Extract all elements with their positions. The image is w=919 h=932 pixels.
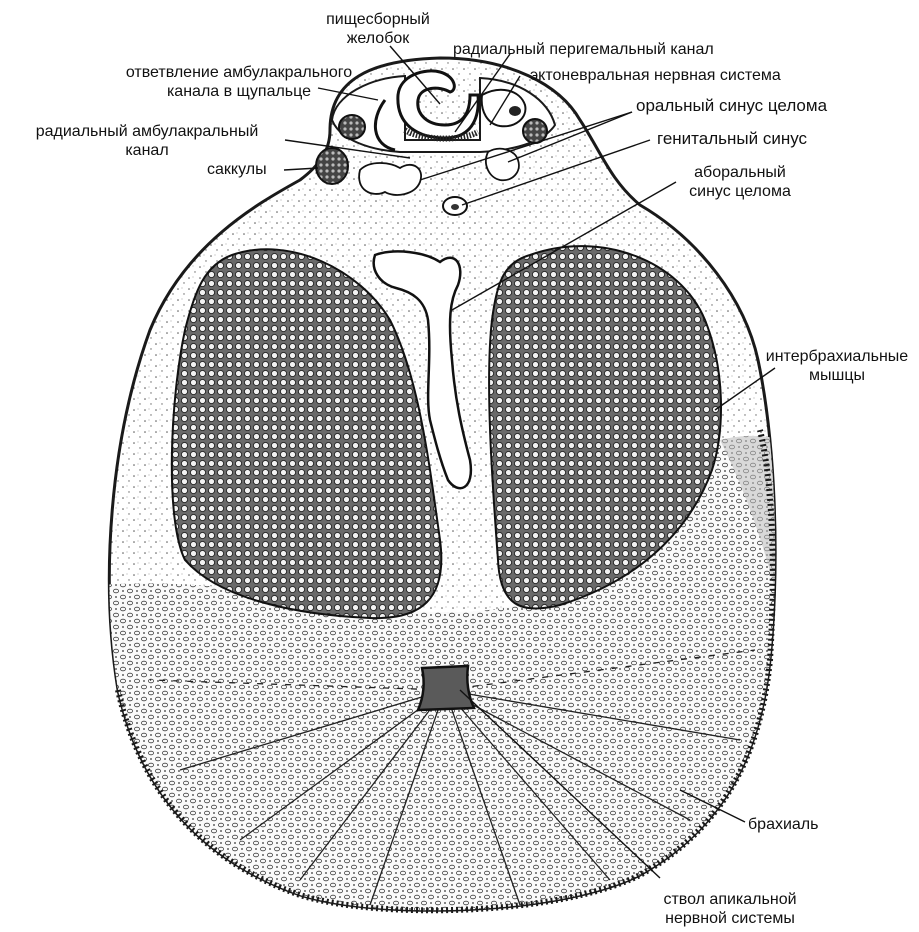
genital-sinus-core (451, 204, 459, 210)
right-tube-foot (523, 119, 547, 143)
label-radial-ambulacral: радиальный амбулакральный канал (8, 122, 286, 160)
label-apical-trunk: ствол апикальной нервной системы (640, 890, 820, 928)
label-food-groove: пищесборный желобок (318, 10, 438, 48)
label-apical-trunk-line2: нервной системы (640, 909, 820, 928)
left-oral-sinus (359, 163, 421, 195)
label-food-groove-line2: желобок (318, 29, 438, 48)
label-interbrachial-line2: мышцы (758, 366, 916, 385)
label-radial-ambulacral-line1: радиальный амбулакральный (8, 122, 286, 141)
label-interbrachial-muscles: интербрахиальные мышцы (758, 347, 916, 385)
saccule (316, 148, 348, 184)
label-food-groove-line1: пищесборный (318, 10, 438, 29)
label-ectoneural-system: эктоневральная нервная система (530, 66, 781, 85)
label-aboral-sinus-line1: аборальный (672, 163, 808, 182)
label-radial-ambulacral-line2: канал (8, 141, 286, 160)
label-ambulacral-branch-line1: ответвление амбулакрального (104, 63, 374, 82)
label-ambulacral-branch-line2: канала в щупальце (104, 82, 374, 101)
label-genital-sinus: генитальный синус (657, 129, 807, 148)
left-tube-foot (339, 115, 365, 139)
label-aboral-sinus-line2: синус целома (672, 182, 808, 201)
label-interbrachial-line1: интербрахиальные (758, 347, 916, 366)
apical-nerve-trunk (418, 666, 474, 710)
label-oral-coelom-sinus: оральный синус целома (636, 96, 827, 115)
label-ambulacral-branch: ответвление амбулакрального канала в щуп… (104, 63, 374, 101)
label-brachial: брахиаль (748, 815, 818, 834)
label-saccules: саккулы (207, 160, 267, 179)
label-perihemal-canal: радиальный перигемальный канал (453, 40, 714, 59)
right-small-blob (509, 106, 521, 116)
label-aboral-sinus: аборальный синус целома (672, 163, 808, 201)
label-apical-trunk-line1: ствол апикальной (640, 890, 820, 909)
